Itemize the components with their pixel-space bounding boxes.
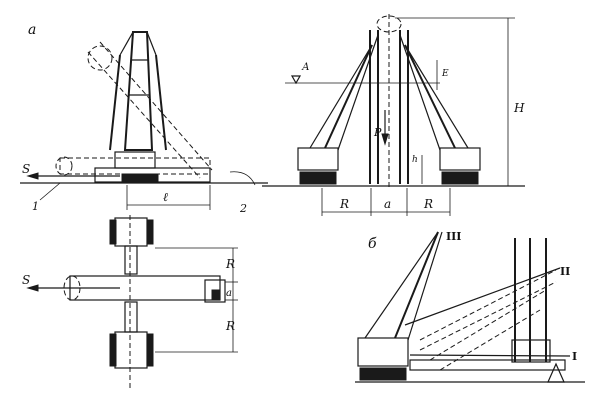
panel-a-plan-view: S R а R [22,215,238,390]
lift-top-dashed [376,15,402,33]
plan-track-top-l [109,219,117,245]
left-stay [119,31,134,56]
level-a-marker [290,75,302,85]
two-crane-lift-view: P А E h H R а R [262,14,525,216]
label-a-plan: а [226,288,232,299]
panel-label-a: а [28,22,36,38]
crane-b-body [357,337,409,367]
tilted-mast-dashed-a [87,51,201,179]
left-stay-cable [309,44,373,149]
lift-cable-i [409,354,571,357]
label-r-left: R [339,197,349,211]
plan-boom-bottom [124,301,138,333]
crane-cab [114,151,156,169]
label-s-top: S [22,162,30,176]
label-h: h [412,155,418,165]
horizontal-mast-i [409,359,566,371]
right-strut [155,54,167,151]
plan-track-top-r [146,219,154,245]
mast-head-dashed [87,45,113,71]
lift-cable-ii [404,267,561,326]
label-ii: II [560,265,570,278]
plan-crane-bottom [114,331,148,369]
label-r-top: R [225,257,235,271]
label-p: P [373,126,382,139]
panel-a-side-view: S 1 2 ℓ а [20,22,268,215]
track-left [121,173,159,183]
intermediate-pos-2 [419,281,557,351]
label-s-bottom: S [22,273,30,287]
panel-b-lift-sequence: б III II I [355,230,585,383]
leader-1 [39,182,61,201]
arrow-s-top [26,172,39,180]
plan-crane-top [114,217,148,247]
panel-label-b: б [368,236,377,252]
support-trestle [547,362,565,383]
label-r-bottom: R [225,319,235,333]
plan-mast-base [204,279,226,303]
left-boom-cable [337,34,379,151]
intermediate-pos-3 [429,289,547,361]
right-boom-cable [399,34,441,151]
mast-outline [123,31,154,151]
label-1: 1 [32,200,39,213]
right-crane-track [441,171,479,185]
plan-track-bottom-l [109,333,117,367]
crane-b-boom [394,231,439,339]
horizontal-mast-dashed [59,157,211,175]
label-l: ℓ [163,190,168,204]
label-e: E [441,69,449,79]
plan-track-bottom-r [146,333,154,367]
left-boom [324,44,373,149]
label-iii: III [446,230,461,243]
left-crane-track [299,171,337,185]
label-2: 2 [239,202,247,215]
crane-b-stay [364,231,439,339]
plan-boom-top [124,245,138,275]
right-stay [146,31,157,56]
intermediate-pos-1 [419,269,557,341]
arrow-p [381,133,389,146]
arrow-s-bottom [26,284,39,292]
label-a-center: а [384,197,391,211]
crane-b-track [359,367,407,381]
label-a-level: А [301,62,310,73]
label-r-right: R [423,197,433,211]
horizontal-mast-head [55,156,73,176]
right-crane-body [439,147,481,171]
right-stay-cable [404,44,469,149]
tilted-mast-dashed-b [99,41,213,171]
label-h-total: H [513,101,525,115]
left-strut [109,54,121,151]
plan-mast-base-fill [211,289,221,301]
crane-b-boom-2 [407,231,443,341]
left-crane-body [297,147,339,171]
leader-2 [229,171,256,186]
label-i: I [572,350,577,363]
mast-base-b [511,339,551,363]
right-boom [404,44,456,149]
